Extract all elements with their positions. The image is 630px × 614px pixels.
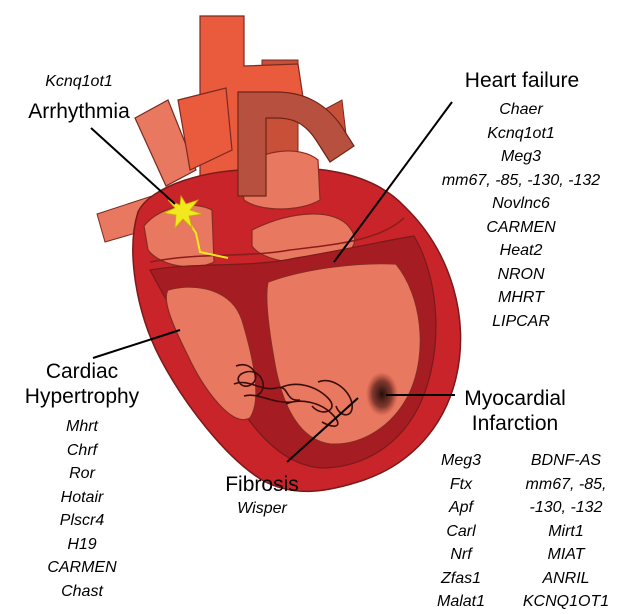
- gene-label: Ror: [20, 462, 144, 486]
- infarction-genes-left: Meg3 Ftx Apf Carl Nrf Zfas1 Malat1: [422, 449, 500, 614]
- hypertrophy-genes: Mhrt Chrf Ror Hotair Plscr4 H19 CARMEN C…: [20, 415, 144, 603]
- gene-label: Plscr4: [20, 509, 144, 533]
- gene-label: Novlnc6: [412, 192, 630, 216]
- gene-label: Chast: [20, 580, 144, 604]
- gene-label: mm67, -85, -130, -132: [412, 169, 630, 193]
- hypertrophy-title-line: Hypertrophy: [4, 384, 160, 409]
- gene-label: Zfas1: [422, 567, 500, 591]
- fibrosis-gene: Wisper: [200, 497, 324, 521]
- heart-failure-title: Heart failure: [422, 68, 622, 93]
- gene-label: mm67, -85,: [506, 473, 626, 497]
- heart-failure-genes: Chaer Kcnq1ot1 Meg3 mm67, -85, -130, -13…: [412, 98, 630, 333]
- gene-label: Carl: [422, 520, 500, 544]
- gene-label: Malat1: [422, 590, 500, 614]
- gene-label: LIPCAR: [412, 310, 630, 334]
- gene-label: CARMEN: [20, 556, 144, 580]
- infarction-title-line: Infarction: [440, 411, 590, 436]
- gene-label: Hotair: [20, 486, 144, 510]
- gene-label: Chaer: [412, 98, 630, 122]
- infarction-title-line: Myocardial: [440, 386, 590, 411]
- hypertrophy-title: Cardiac Hypertrophy: [4, 359, 160, 409]
- infarction-genes-right: BDNF-AS mm67, -85, -130, -132 Mirt1 MIAT…: [506, 449, 626, 614]
- gene-label: KCNQ1OT1: [506, 590, 626, 614]
- gene-label: Mhrt: [20, 415, 144, 439]
- arrhythmia-title: Arrhythmia: [8, 99, 150, 124]
- gene-label: Mirt1: [506, 520, 626, 544]
- gene-label: NRON: [412, 263, 630, 287]
- gene-label: Ftx: [422, 473, 500, 497]
- gene-label: Nrf: [422, 543, 500, 567]
- gene-label: Chrf: [20, 439, 144, 463]
- gene-label: Heat2: [412, 239, 630, 263]
- gene-label: Meg3: [412, 145, 630, 169]
- hypertrophy-title-line: Cardiac: [4, 359, 160, 384]
- gene-label: -130, -132: [506, 496, 626, 520]
- gene-label: H19: [20, 533, 144, 557]
- gene-label: MIAT: [506, 543, 626, 567]
- gene-label: Apf: [422, 496, 500, 520]
- infarction-title: Myocardial Infarction: [440, 386, 590, 436]
- gene-label: MHRT: [412, 286, 630, 310]
- gene-label: Meg3: [422, 449, 500, 473]
- gene-label: Kcnq1ot1: [412, 122, 630, 146]
- gene-label: CARMEN: [412, 216, 630, 240]
- fibrosis-title: Fibrosis: [200, 472, 324, 497]
- arrhythmia-gene: Kcnq1ot1: [8, 70, 150, 94]
- gene-label: BDNF-AS: [506, 449, 626, 473]
- gene-label: ANRIL: [506, 567, 626, 591]
